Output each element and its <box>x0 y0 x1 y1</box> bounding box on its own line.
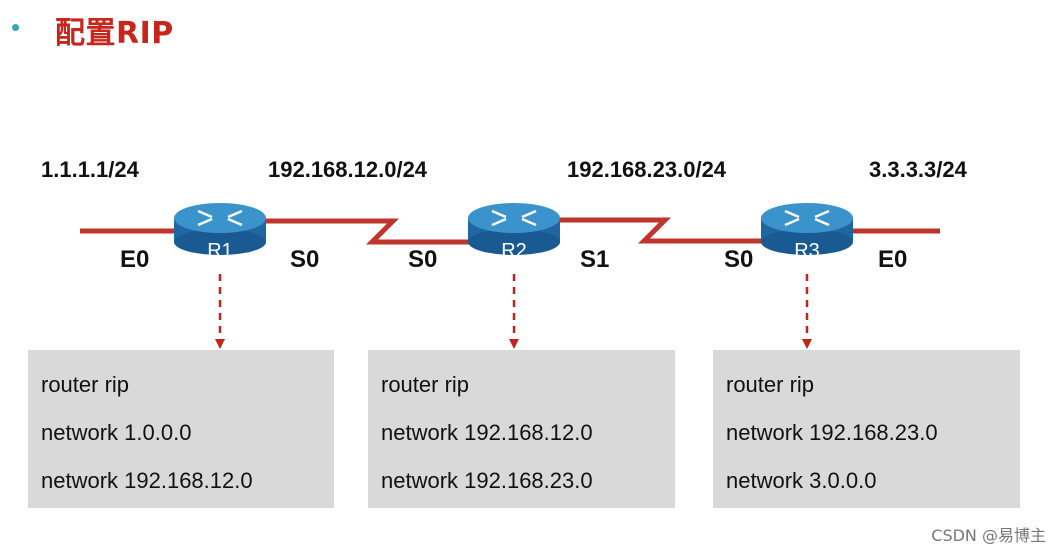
config-line: network 3.0.0.0 <box>726 468 877 493</box>
config-line: router rip <box>41 372 130 397</box>
watermark: CSDN @易博主 <box>931 526 1046 545</box>
router-r3-label: R3 <box>794 240 820 262</box>
config-line: network 192.168.12.0 <box>41 468 253 493</box>
router-r2-icon <box>468 203 560 255</box>
router-r3-icon <box>761 203 853 255</box>
serial-link-r1-r2 <box>262 218 472 245</box>
interface-r3-e0: E0 <box>878 246 908 273</box>
network-label-left: 1.1.1.1/24 <box>41 157 139 182</box>
interface-r1-e0: E0 <box>120 246 150 273</box>
router-r1-label: R1 <box>207 240 233 262</box>
config-line: network 192.168.23.0 <box>726 420 938 445</box>
config-line: router rip <box>726 372 815 397</box>
page-title: 配置RIP <box>55 16 174 51</box>
title-bullet <box>12 24 19 31</box>
config-line: network 1.0.0.0 <box>41 420 192 445</box>
config-line: network 192.168.12.0 <box>381 420 593 445</box>
network-label-r2-r3: 192.168.23.0/24 <box>567 157 727 182</box>
interface-r2-s1: S1 <box>580 246 610 273</box>
config-box-r3: router rip network 192.168.23.0 network … <box>713 350 1020 508</box>
config-box-r2: router rip network 192.168.12.0 network … <box>368 350 675 508</box>
interface-r2-s0: S0 <box>408 246 438 273</box>
config-box-r1: router rip network 1.0.0.0 network 192.1… <box>28 350 334 508</box>
router-r1-icon <box>174 203 266 255</box>
interface-r1-s0: S0 <box>290 246 320 273</box>
network-label-r1-r2: 192.168.12.0/24 <box>268 157 428 182</box>
router-r2-label: R2 <box>501 240 527 262</box>
config-line: network 192.168.23.0 <box>381 468 593 493</box>
interface-r3-s0: S0 <box>724 246 754 273</box>
config-line: router rip <box>381 372 470 397</box>
serial-link-r2-r3 <box>556 217 766 244</box>
network-label-right: 3.3.3.3/24 <box>869 157 967 182</box>
